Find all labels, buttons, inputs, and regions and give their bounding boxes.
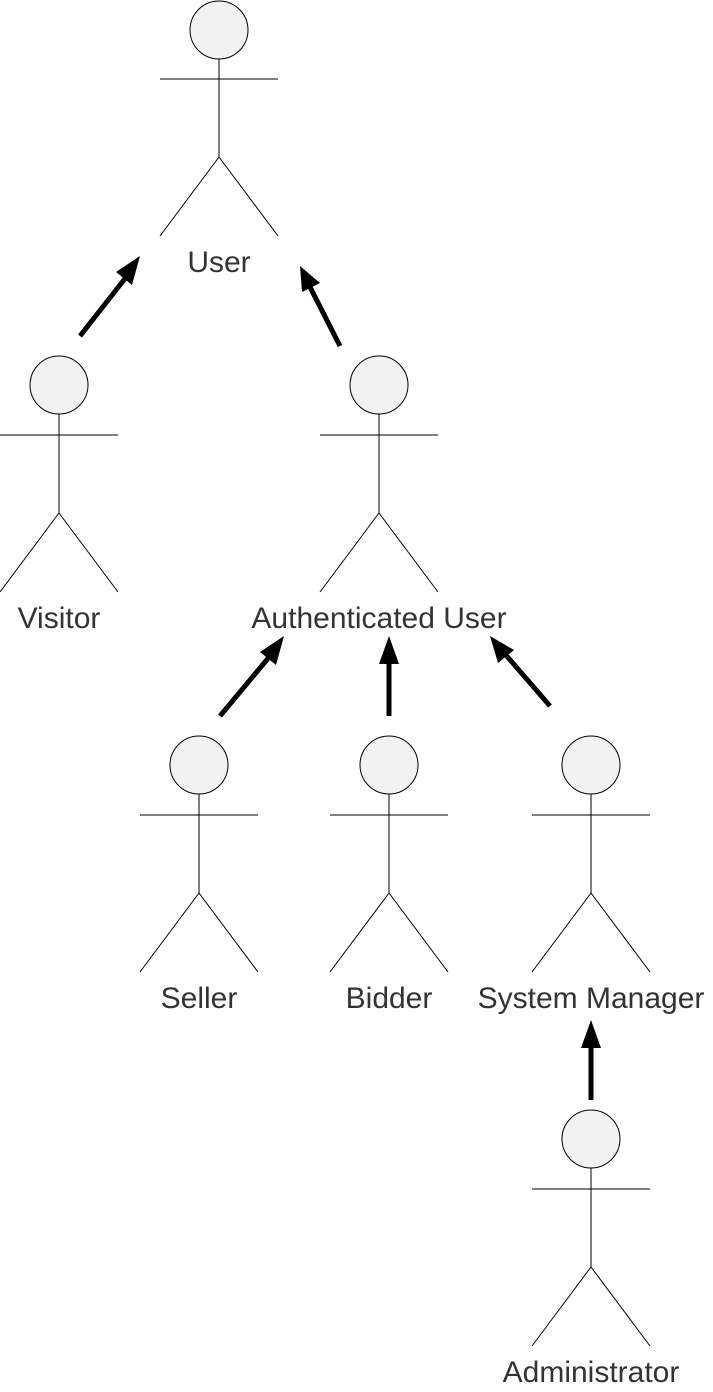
- arrow-head: [116, 256, 140, 285]
- actor-left-leg: [319, 512, 380, 593]
- actor-authenticated-user[interactable]: Authenticated User: [251, 355, 507, 635]
- actor-left-leg: [139, 892, 200, 973]
- actor-visitor[interactable]: Visitor: [0, 355, 119, 635]
- actor-label-visitor: Visitor: [18, 602, 101, 635]
- actor-head: [561, 735, 621, 795]
- actor-left-leg: [531, 892, 592, 973]
- actor-seller[interactable]: Seller: [139, 735, 259, 1015]
- arrow-head: [300, 266, 320, 292]
- actor-right-leg: [388, 892, 449, 973]
- arrow-shaft: [78, 274, 129, 338]
- actor-label-authenticated-user: Authenticated User: [251, 602, 506, 635]
- actor-head: [169, 735, 229, 795]
- actor-right-leg: [218, 156, 279, 237]
- arrow-visitor-to-user[interactable]: [78, 256, 140, 338]
- arrow-head: [379, 636, 399, 664]
- arrow-shaft: [307, 285, 343, 348]
- actor-right-leg: [590, 892, 651, 973]
- actor-administrator[interactable]: Administrator: [503, 1109, 680, 1389]
- actor-label-user: User: [187, 246, 250, 279]
- actor-label-seller: Seller: [161, 982, 238, 1015]
- actor-head: [561, 1109, 621, 1169]
- actor-label-bidder: Bidder: [346, 982, 433, 1015]
- arrow-administrator-to-system-manager[interactable]: [581, 1020, 601, 1100]
- actor-label-system-manager: System Manager: [478, 982, 705, 1015]
- arrow-shaft: [503, 652, 552, 708]
- arrow-system-manager-to-authenticated-user[interactable]: [490, 636, 552, 708]
- actor-head: [359, 735, 419, 795]
- arrow-head: [490, 636, 514, 663]
- actor-left-leg: [159, 156, 220, 237]
- actor-system-manager[interactable]: System Manager: [478, 735, 705, 1015]
- arrow-shaft: [218, 654, 272, 718]
- actor-head: [349, 355, 409, 415]
- arrow-head: [581, 1020, 601, 1048]
- actor-right-leg: [58, 512, 119, 593]
- actor-right-leg: [378, 512, 439, 593]
- actor-right-leg: [590, 1266, 651, 1347]
- actor-bidder[interactable]: Bidder: [329, 735, 449, 1015]
- actor-left-leg: [531, 1266, 592, 1347]
- actor-right-leg: [198, 892, 259, 973]
- actor-left-leg: [329, 892, 390, 973]
- actor-head: [29, 355, 89, 415]
- actor-head: [189, 0, 249, 60]
- arrow-seller-to-authenticated-user[interactable]: [218, 636, 284, 718]
- actor-label-administrator: Administrator: [503, 1356, 680, 1389]
- actor-user[interactable]: User: [159, 0, 279, 279]
- actor-left-leg: [0, 512, 60, 593]
- arrow-authenticated-user-to-user[interactable]: [300, 266, 343, 348]
- arrow-head: [260, 636, 284, 665]
- arrow-bidder-to-authenticated-user[interactable]: [379, 636, 399, 716]
